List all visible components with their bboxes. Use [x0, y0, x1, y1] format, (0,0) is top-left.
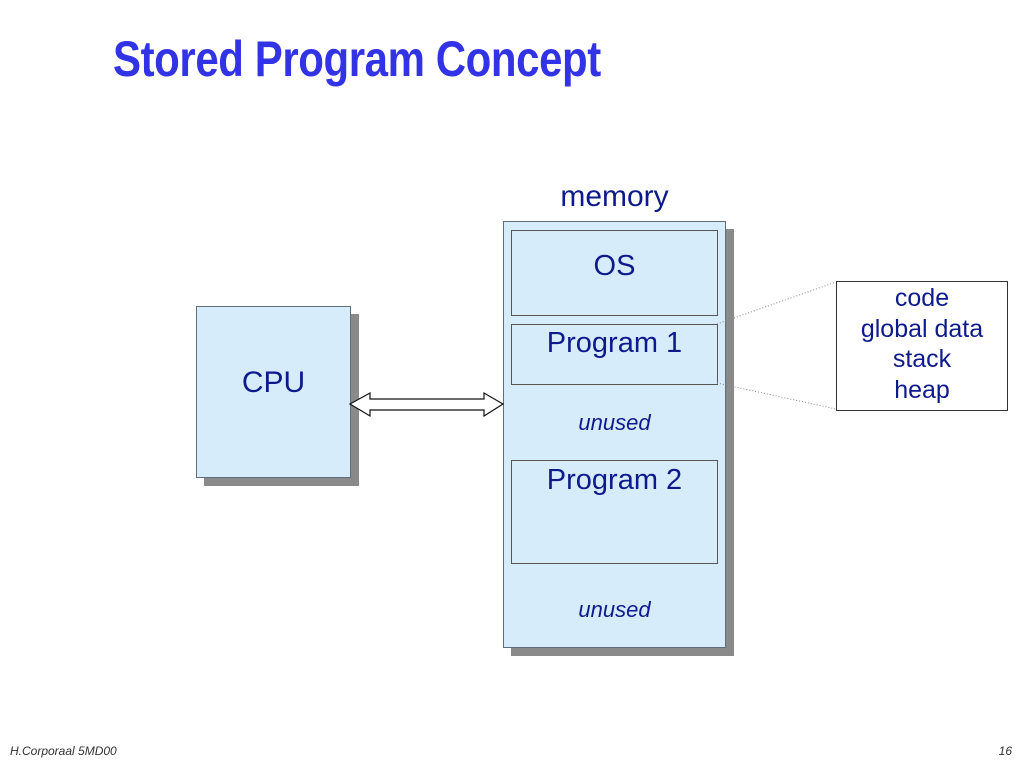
- slide-title: Stored Program Concept: [113, 31, 601, 87]
- detail-stack: stack: [892, 345, 952, 373]
- cpu-memory-double-arrow: [348, 391, 505, 418]
- program-2-label: Program 2: [546, 464, 683, 496]
- detail-code: code: [894, 284, 950, 312]
- detail-global-data: global data: [860, 314, 984, 343]
- detail-heap: heap: [894, 375, 950, 404]
- footer-author: H.Corporaal 5MD00: [10, 744, 117, 758]
- program-detail-box: [836, 281, 1008, 411]
- program-1-label: Program 1: [546, 327, 683, 359]
- program-detail-list: code global data stack heap: [836, 283, 1008, 405]
- unused-label-1: unused: [578, 410, 651, 435]
- memory-segment-os: [511, 230, 718, 316]
- cpu-box: [196, 306, 351, 478]
- page-number: 16: [998, 744, 1012, 758]
- callout-line-top: [716, 281, 837, 325]
- memory-segment-program-2: [511, 460, 718, 564]
- unused-label-2: unused: [578, 597, 651, 622]
- cpu-label: CPU: [241, 366, 306, 399]
- memory-label: memory: [560, 180, 669, 213]
- callout-line-bottom: [716, 382, 837, 410]
- memory-segment-program-1: [511, 324, 718, 385]
- os-label: OS: [593, 250, 636, 282]
